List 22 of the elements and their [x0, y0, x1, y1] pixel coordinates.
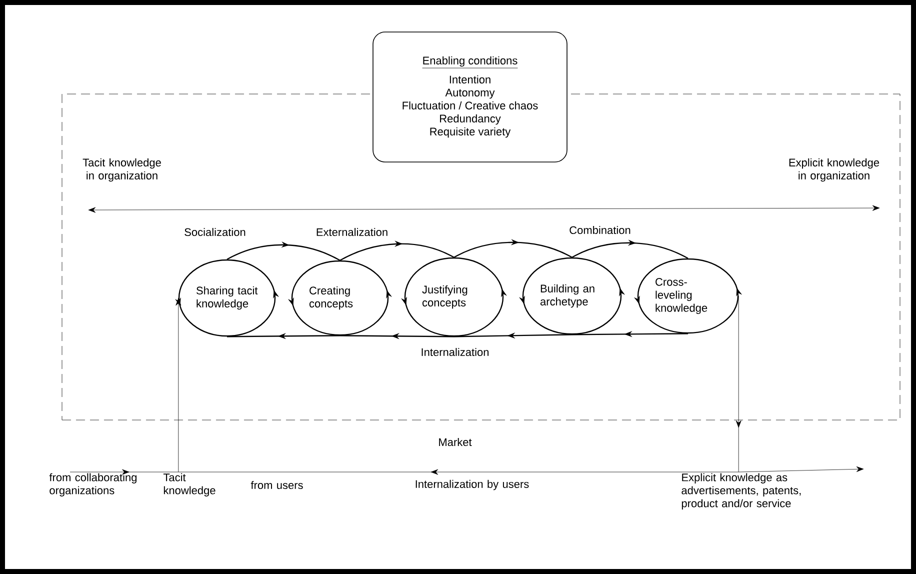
flow-label: Explicit knowledge as advertisements, patents, product and/or service: [682, 473, 801, 510]
arrow: [226, 242, 340, 261]
text-label: Combination: [570, 226, 630, 234]
text-label: Explicit knowledge in organization: [789, 158, 880, 182]
flow-label: from collaborating organizations: [49, 473, 137, 496]
conditions-box: Enabling conditions Intention Autonomy Fluctuation / Creative chaos Redundancy Requisite variety: [372, 32, 568, 162]
arrow: [340, 240, 454, 261]
text-label: Tacit knowledge in organization: [82, 158, 161, 182]
arrow: [738, 466, 864, 472]
arrow: [736, 296, 742, 472]
text-label: Socialization: [184, 228, 246, 236]
text-label: Internalization: [422, 348, 489, 356]
text-label: Market: [439, 438, 472, 446]
arrow: [454, 239, 572, 258]
arrow: [70, 469, 179, 475]
text-label: from users: [250, 480, 303, 490]
arrow: [572, 240, 688, 259]
text-label: Externalization: [316, 228, 388, 236]
arrow: [178, 469, 739, 475]
arrow: [176, 298, 182, 472]
flow-label: Tacit knowledge: [163, 473, 216, 496]
text-label: Internalization by users: [416, 480, 529, 490]
